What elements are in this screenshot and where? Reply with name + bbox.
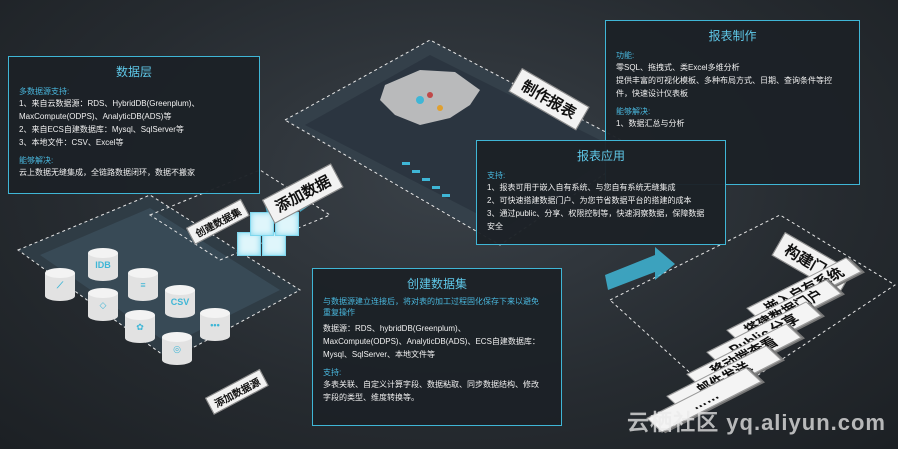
panel-line: 云上数据无缝集成，全链路数据闭环，数据不搬家 [19, 168, 195, 177]
panel-line: 字段的类型、维度转换等。 [323, 393, 419, 402]
panel-line: 件，快速设计仪表板 [616, 89, 688, 98]
cube-icon [262, 232, 286, 256]
watermark: 云栖社区 yq.aliyun.com [627, 410, 886, 435]
database-icon: CSV [165, 285, 195, 321]
database-icon: ◎ [162, 332, 192, 368]
panel-subtitle: 与数据源建立连接后，将对表的加工过程固化保存下来以避免 [323, 297, 539, 306]
database-icon: IDB [88, 248, 118, 284]
panel-subtitle: 能够解决: [616, 107, 651, 116]
panel-subtitle: 能够解决: [19, 156, 54, 165]
bar-chart-graphic [402, 162, 450, 197]
panel-title: 报表制作 [708, 29, 757, 43]
panel-line: 1、来自云数据源：RDS、HybridDB(Greenplum)、 [19, 99, 200, 108]
panel-title: 报表应用 [576, 149, 625, 163]
panel-line: 2、来自ECS自建数据库：Mysql、SqlServer等 [19, 125, 184, 134]
panel-subtitle: 支持: [487, 171, 506, 180]
database-icon: ••• [200, 308, 230, 344]
panel-title: 创建数据集 [406, 277, 467, 291]
panel-line: 提供丰富的可视化模板、多种布局方式、日期、查询条件等控 [616, 76, 832, 85]
panel-line: 1、数据汇总与分析 [616, 119, 685, 128]
report-app-panel: 报表应用 支持: 1、报表可用于嵌入自有系统、与您自有系统无缝集成 2、可快速搭… [476, 140, 726, 245]
panel-line: MaxCompute(ODPS)、AnalyticDB(ADS)、ECS自建数据… [323, 337, 540, 346]
arrow-to-portal [605, 247, 675, 290]
panel-line: 零SQL、拖拽式、类Excel多维分析 [616, 63, 740, 72]
panel-title: 数据层 [115, 65, 152, 79]
database-icon: ⟋ [45, 268, 75, 304]
panel-line: 数据源：RDS、hybridDB(Greenplum)、 [323, 324, 466, 333]
panel-line: 3、通过public、分享、权限控制等，快速洞察数据，保障数据 [487, 209, 705, 218]
database-icon: ✿ [125, 310, 155, 346]
panel-subtitle: 多数据源支持: [19, 87, 70, 96]
dataset-panel: 创建数据集 与数据源建立连接后，将对表的加工过程固化保存下来以避免 重复操作 数… [312, 268, 562, 426]
database-icon: ≡ [128, 268, 158, 304]
database-icon: ◇ [88, 288, 118, 324]
panel-line: 3、本地文件：CSV、Excel等 [19, 138, 124, 147]
panel-line: 2、可快速搭建数据门户、为您节省数据平台的搭建的成本 [487, 196, 692, 205]
panel-line: Mysql、SqlServer、本地文件等 [323, 350, 436, 359]
panel-line: MaxCompute(ODPS)、AnalyticDB(ADS)等 [19, 112, 172, 121]
panel-line: 安全 [487, 222, 503, 231]
panel-line: 多表关联、自定义计算字段、数据粘取、同步数据结构、修改 [323, 380, 539, 389]
panel-subtitle: 重复操作 [323, 308, 355, 317]
panel-subtitle: 支持: [323, 368, 342, 377]
panel-subtitle: 功能: [616, 51, 635, 60]
data-layer-panel: 数据层 多数据源支持: 1、来自云数据源：RDS、HybridDB(Greenp… [8, 56, 260, 194]
cube-icon [237, 232, 261, 256]
panel-line: 1、报表可用于嵌入自有系统、与您自有系统无缝集成 [487, 183, 676, 192]
